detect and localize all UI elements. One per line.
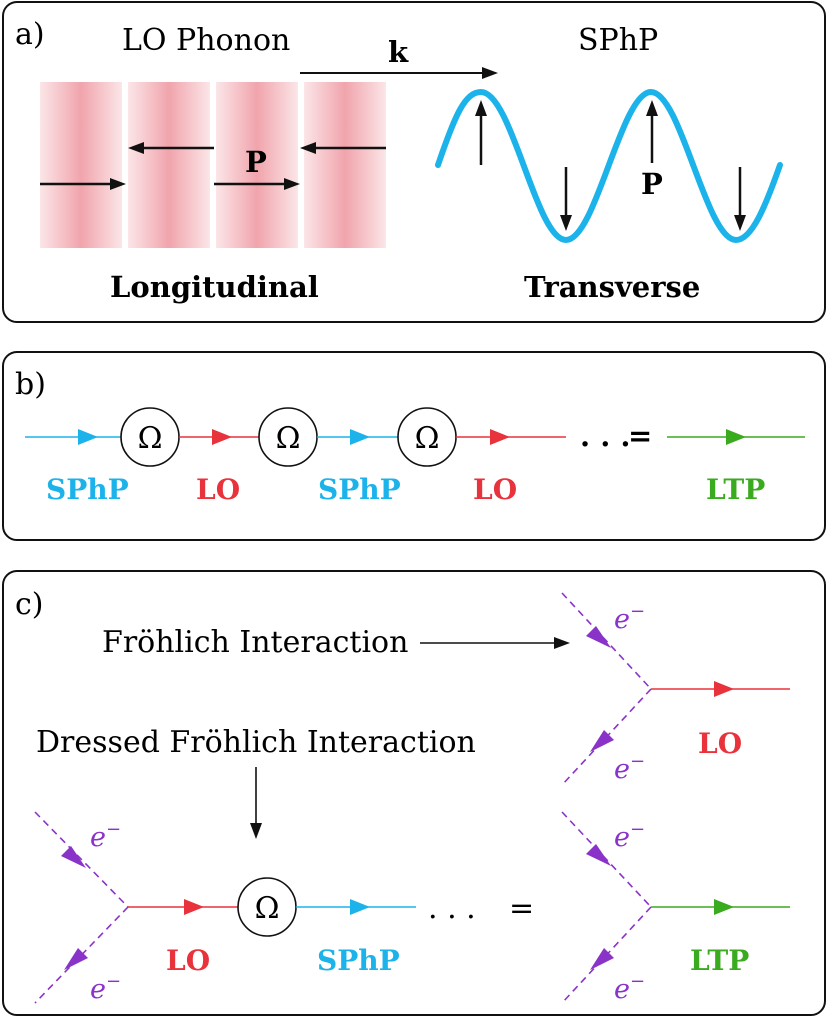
electron-arrow-in-2 [586, 844, 611, 866]
sphp-arrow-2 [350, 429, 370, 445]
frohlich-pointer-arrow [420, 637, 570, 649]
panel-c-border [2, 570, 826, 1016]
label-sphp-2: SPhP [318, 473, 401, 506]
sphp-arrow-1 [78, 429, 98, 445]
ltp-arrow-c [714, 899, 734, 915]
label-lo-c1: LO [698, 727, 742, 760]
p-label-longitudinal: P [245, 145, 267, 179]
label-sphp-c: SPhP [317, 944, 400, 977]
electron-label-6: e− [90, 971, 121, 1005]
panel-b: b) Ω Ω Ω . . . = SPhP LO SPhP LO LTP [2, 351, 826, 541]
ltp-vertex [561, 811, 790, 1004]
omega-c: Ω [255, 891, 280, 926]
label-ltp: LTP [706, 473, 765, 506]
phonon-band-1 [40, 82, 122, 248]
label-lo-c2: LO [166, 944, 210, 977]
sphp-wave [435, 88, 783, 244]
panel-c-label: c) [15, 587, 44, 622]
label-ltp-c: LTP [690, 944, 749, 977]
transverse-label: Transverse [524, 270, 700, 304]
p-label-transverse: P [641, 167, 663, 201]
sphp-arrow-c [350, 899, 370, 915]
lo-phonon-title: LO Phonon [122, 23, 290, 58]
k-label: k [388, 35, 409, 69]
propagator-chain: Ω Ω Ω [25, 407, 805, 467]
frohlich-label: Fröhlich Interaction [102, 625, 408, 660]
lo-arrow-c2 [184, 899, 204, 915]
sphp-title: SPhP [578, 23, 658, 58]
electron-label-2: e− [614, 751, 645, 785]
dressed-ellipsis: . . . [428, 891, 476, 926]
chain-ellipsis: . . . [580, 419, 630, 453]
polarization-arrows-longitudinal [40, 142, 386, 190]
lo-arrow-1 [212, 429, 232, 445]
phonon-band-2 [128, 82, 210, 248]
phonon-bands [40, 82, 386, 248]
label-lo-1: LO [196, 473, 240, 506]
dressed-pointer-arrow [250, 767, 262, 839]
omega-3: Ω [415, 421, 440, 456]
dressed-equals: = [509, 891, 534, 926]
lo-arrow-c1 [714, 681, 734, 697]
phonon-band-3 [216, 82, 298, 248]
omega-2: Ω [276, 421, 301, 456]
label-sphp-1: SPhP [46, 473, 129, 506]
phonon-band-4 [304, 82, 386, 248]
electron-label-4: e− [614, 971, 645, 1005]
lo-arrow-2 [490, 429, 510, 445]
frohlich-vertex [561, 592, 790, 786]
panel-c: c) Fröhlich Interaction Dressed Fröhlich… [2, 570, 826, 1016]
panel-b-label: b) [15, 367, 46, 402]
electron-label-1: e− [614, 601, 645, 635]
electron-arrow-out-2 [590, 948, 614, 970]
dressed-vertex [34, 811, 416, 1004]
panel-a: a) LO Phonon SPhP k P [2, 1, 826, 323]
label-lo-2: LO [473, 473, 517, 506]
ltp-arrow [726, 429, 746, 445]
electron-label-3: e− [614, 819, 645, 853]
longitudinal-label: Longitudinal [110, 270, 319, 304]
k-arrow [300, 67, 498, 79]
dressed-frohlich-label: Dressed Fröhlich Interaction [36, 725, 476, 760]
omega-1: Ω [138, 421, 163, 456]
polarization-arrows-transverse [475, 100, 746, 231]
electron-arrow-out [590, 730, 614, 752]
electron-label-5: e− [90, 819, 121, 853]
panel-a-label: a) [15, 17, 45, 52]
electron-arrow-out-3 [64, 948, 88, 970]
chain-equals: = [628, 419, 652, 453]
electron-arrow-in-3 [61, 846, 86, 868]
electron-arrow-in [586, 626, 611, 648]
